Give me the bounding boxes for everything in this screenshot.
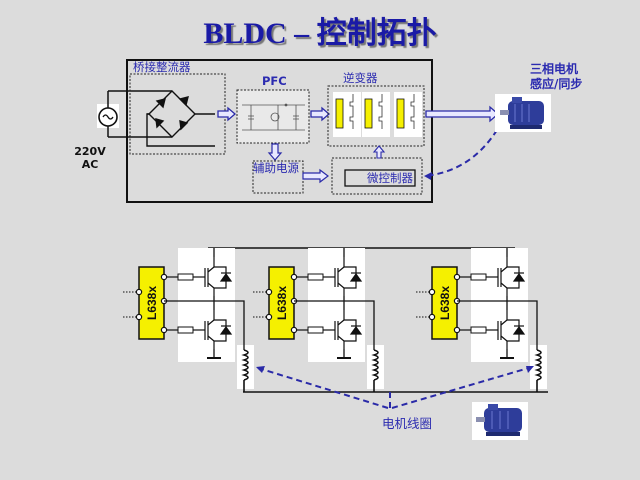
system-enclosure xyxy=(126,59,433,203)
chip-pin xyxy=(135,313,143,321)
inverter-label: 逆变器 xyxy=(343,71,378,85)
half-bridge-leg: L638x xyxy=(123,248,254,392)
igbt-icon xyxy=(334,310,363,349)
inverter-block xyxy=(327,85,425,147)
winding-label: 电机线圈 xyxy=(382,416,433,431)
gate-resistor xyxy=(177,273,194,281)
chip-pin xyxy=(160,273,168,281)
arrow-pfc-to-aux-icon xyxy=(267,143,283,161)
inverter-legs-icon xyxy=(333,92,422,137)
chip-pin xyxy=(428,288,436,296)
pfc-circuit-icon xyxy=(242,103,305,131)
source-label: 220V AC xyxy=(72,145,108,171)
arrow-pfc-to-inverter-icon xyxy=(310,106,330,122)
arrow-rectifier-to-pfc-icon xyxy=(217,106,236,122)
chip-pin xyxy=(160,326,168,334)
driver-chip-label: L638x xyxy=(145,286,159,320)
igbt-icon xyxy=(204,257,233,296)
igbt-icon xyxy=(497,310,526,349)
arrow-mcu-to-inverter-icon xyxy=(372,145,386,159)
chip-pin xyxy=(428,313,436,321)
diode-bridge-icon xyxy=(146,90,215,147)
chip-pin xyxy=(290,326,298,334)
half-bridge-leg: L638x xyxy=(253,248,384,392)
chip-pin xyxy=(453,326,461,334)
motor-type-label: 三相电机 感应/同步 xyxy=(530,62,582,92)
igbt-icon xyxy=(204,310,233,349)
gate-resistor xyxy=(307,326,324,334)
chip-pin xyxy=(135,288,143,296)
mcu-label: 微控制器 xyxy=(367,171,413,185)
driver-chip-label: L638x xyxy=(438,286,452,320)
chip-pin xyxy=(290,273,298,281)
driver-chip-label: L638x xyxy=(275,286,289,320)
driver-chip xyxy=(138,266,165,340)
source-voltage: 220V xyxy=(74,145,106,158)
motor-winding-coil-icon xyxy=(534,349,542,392)
ac-source-icon xyxy=(97,90,172,138)
chip-pin xyxy=(265,313,273,321)
gate-resistor xyxy=(470,326,487,334)
igbt-icon xyxy=(497,257,526,296)
motor-type-line1: 三相电机 xyxy=(530,62,579,76)
chip-pin xyxy=(265,288,273,296)
motor-winding-coil-icon xyxy=(241,349,249,392)
aux-power-label: 辅助电源 xyxy=(253,161,299,175)
rectifier-label: 桥接整流器 xyxy=(133,60,191,74)
motor-type-line2: 感应/同步 xyxy=(530,77,583,91)
page-title: BLDC – 控制拓扑 xyxy=(203,17,437,50)
half-bridge-leg: L638x xyxy=(416,248,547,392)
gate-resistor xyxy=(470,273,487,281)
motor-image-icon xyxy=(495,94,551,132)
chip-pin xyxy=(453,273,461,281)
feedback-path-icon xyxy=(423,129,498,177)
gate-resistor xyxy=(307,273,324,281)
source-type: AC xyxy=(81,158,99,171)
pfc-label: PFC xyxy=(262,74,287,88)
igbt-icon xyxy=(334,257,363,296)
arrow-aux-to-mcu-icon xyxy=(302,168,329,184)
gate-resistor xyxy=(177,326,194,334)
pfc-block xyxy=(236,89,310,144)
arrow-inverter-to-motor-icon xyxy=(425,105,499,123)
aux-power-block xyxy=(252,160,304,194)
